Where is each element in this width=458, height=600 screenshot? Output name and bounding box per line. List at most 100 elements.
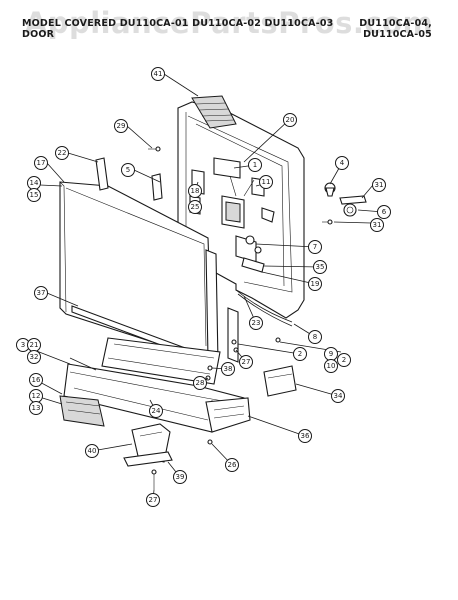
callout-28: 28 xyxy=(193,376,207,390)
callout-14: 14 xyxy=(27,176,41,190)
callout-2-right: 2 xyxy=(337,353,351,367)
callout-35: 35 xyxy=(313,260,327,274)
svg-text:37: 37 xyxy=(37,289,46,297)
svg-text:34: 34 xyxy=(334,392,343,400)
svg-text:2: 2 xyxy=(298,350,302,358)
callout-25: 25 xyxy=(188,200,202,214)
svg-text:27: 27 xyxy=(149,496,158,504)
svg-text:25: 25 xyxy=(191,203,200,211)
callout-11: 11 xyxy=(259,175,273,189)
model-header-right: DU110CA-04, DU110CA-05 xyxy=(359,18,432,40)
callout-32: 32 xyxy=(27,350,41,364)
callout-31-lower: 31 xyxy=(370,218,384,232)
svg-text:2: 2 xyxy=(342,356,346,364)
svg-text:14: 14 xyxy=(30,179,39,187)
svg-text:29: 29 xyxy=(117,122,126,130)
svg-text:6: 6 xyxy=(382,208,387,216)
svg-text:17: 17 xyxy=(37,159,46,167)
callout-5: 5 xyxy=(121,163,135,177)
callout-13: 13 xyxy=(29,401,43,415)
callout-3: 3 xyxy=(16,338,30,352)
svg-text:31: 31 xyxy=(375,181,384,189)
svg-text:3: 3 xyxy=(21,341,25,349)
svg-text:16: 16 xyxy=(32,376,41,384)
callout-10: 10 xyxy=(324,359,338,373)
callout-29: 29 xyxy=(114,119,128,133)
side-trim xyxy=(95,157,163,201)
callout-37: 37 xyxy=(34,286,48,300)
kickplate-trim xyxy=(101,337,221,385)
callout-15: 15 xyxy=(27,188,41,202)
callout-12: 12 xyxy=(29,389,43,403)
svg-text:35: 35 xyxy=(316,263,325,271)
callout-17: 17 xyxy=(34,156,48,170)
watermark: AppliancePartsPros.com xyxy=(24,6,434,40)
top-vent xyxy=(191,95,237,129)
model-header-line-2: DOOR xyxy=(22,29,55,40)
callout-36: 36 xyxy=(298,429,312,443)
svg-text:24: 24 xyxy=(152,407,161,415)
callout-23: 23 xyxy=(249,316,263,330)
callout-34: 34 xyxy=(331,389,345,403)
callout-8: 8 xyxy=(308,330,322,344)
callout-39: 39 xyxy=(173,470,187,484)
svg-text:27: 27 xyxy=(242,358,251,366)
small-access-panel xyxy=(263,365,297,397)
callout-2: 2 xyxy=(293,347,307,361)
svg-text:15: 15 xyxy=(30,191,39,199)
svg-text:10: 10 xyxy=(327,362,336,370)
callout-4: 4 xyxy=(335,156,349,170)
svg-text:23: 23 xyxy=(252,319,261,327)
svg-text:28: 28 xyxy=(196,379,205,387)
base-plate xyxy=(123,451,173,467)
door-gasket xyxy=(235,289,293,327)
svg-text:7: 7 xyxy=(313,243,317,251)
callout-26: 26 xyxy=(225,458,239,472)
callout-20: 20 xyxy=(283,113,297,127)
svg-text:38: 38 xyxy=(224,365,233,373)
callout-40: 40 xyxy=(85,444,99,458)
svg-text:18: 18 xyxy=(191,187,200,195)
svg-text:26: 26 xyxy=(228,461,237,469)
insulation-pad xyxy=(59,395,105,427)
svg-text:11: 11 xyxy=(262,178,271,186)
callout-18: 18 xyxy=(188,184,202,198)
callout-9: 9 xyxy=(324,347,338,361)
leader-lines xyxy=(33,73,385,501)
svg-text:39: 39 xyxy=(176,473,185,481)
svg-text:40: 40 xyxy=(88,447,97,455)
callout-7: 7 xyxy=(308,240,322,254)
callout-6: 6 xyxy=(377,205,391,219)
model-header: MODEL COVERED DU110CA-01 DU110CA-02 DU11… xyxy=(22,18,333,40)
svg-text:13: 13 xyxy=(32,404,41,412)
svg-text:8: 8 xyxy=(313,333,317,341)
svg-text:41: 41 xyxy=(154,70,163,78)
callout-22: 22 xyxy=(55,146,69,160)
model-header-right-line-2: DU110CA-05 xyxy=(363,29,432,40)
svg-text:9: 9 xyxy=(329,350,333,358)
svg-text:5: 5 xyxy=(126,166,130,174)
callout-41: 41 xyxy=(151,67,165,81)
svg-text:21: 21 xyxy=(30,341,39,349)
svg-text:22: 22 xyxy=(58,149,67,157)
callout-21: 21 xyxy=(27,338,41,352)
callout-19: 19 xyxy=(308,277,322,291)
callout-31: 31 xyxy=(372,178,386,192)
model-header-line-1: MODEL COVERED DU110CA-01 DU110CA-02 DU11… xyxy=(22,18,334,29)
callout-27: 27 xyxy=(239,355,253,369)
callout-16: 16 xyxy=(29,373,43,387)
callout-38: 38 xyxy=(221,362,235,376)
svg-text:31: 31 xyxy=(373,221,382,229)
svg-text:32: 32 xyxy=(30,353,39,361)
screws-and-fasteners xyxy=(148,146,367,490)
svg-text:20: 20 xyxy=(286,116,295,124)
svg-text:19: 19 xyxy=(311,280,320,288)
vertical-strip xyxy=(205,249,239,363)
callout-24: 24 xyxy=(149,404,163,418)
kickplate-side xyxy=(205,397,251,433)
callout-1: 1 xyxy=(248,158,262,172)
model-header-right-line-1: DU110CA-04, xyxy=(359,18,432,29)
svg-text:4: 4 xyxy=(340,159,345,167)
